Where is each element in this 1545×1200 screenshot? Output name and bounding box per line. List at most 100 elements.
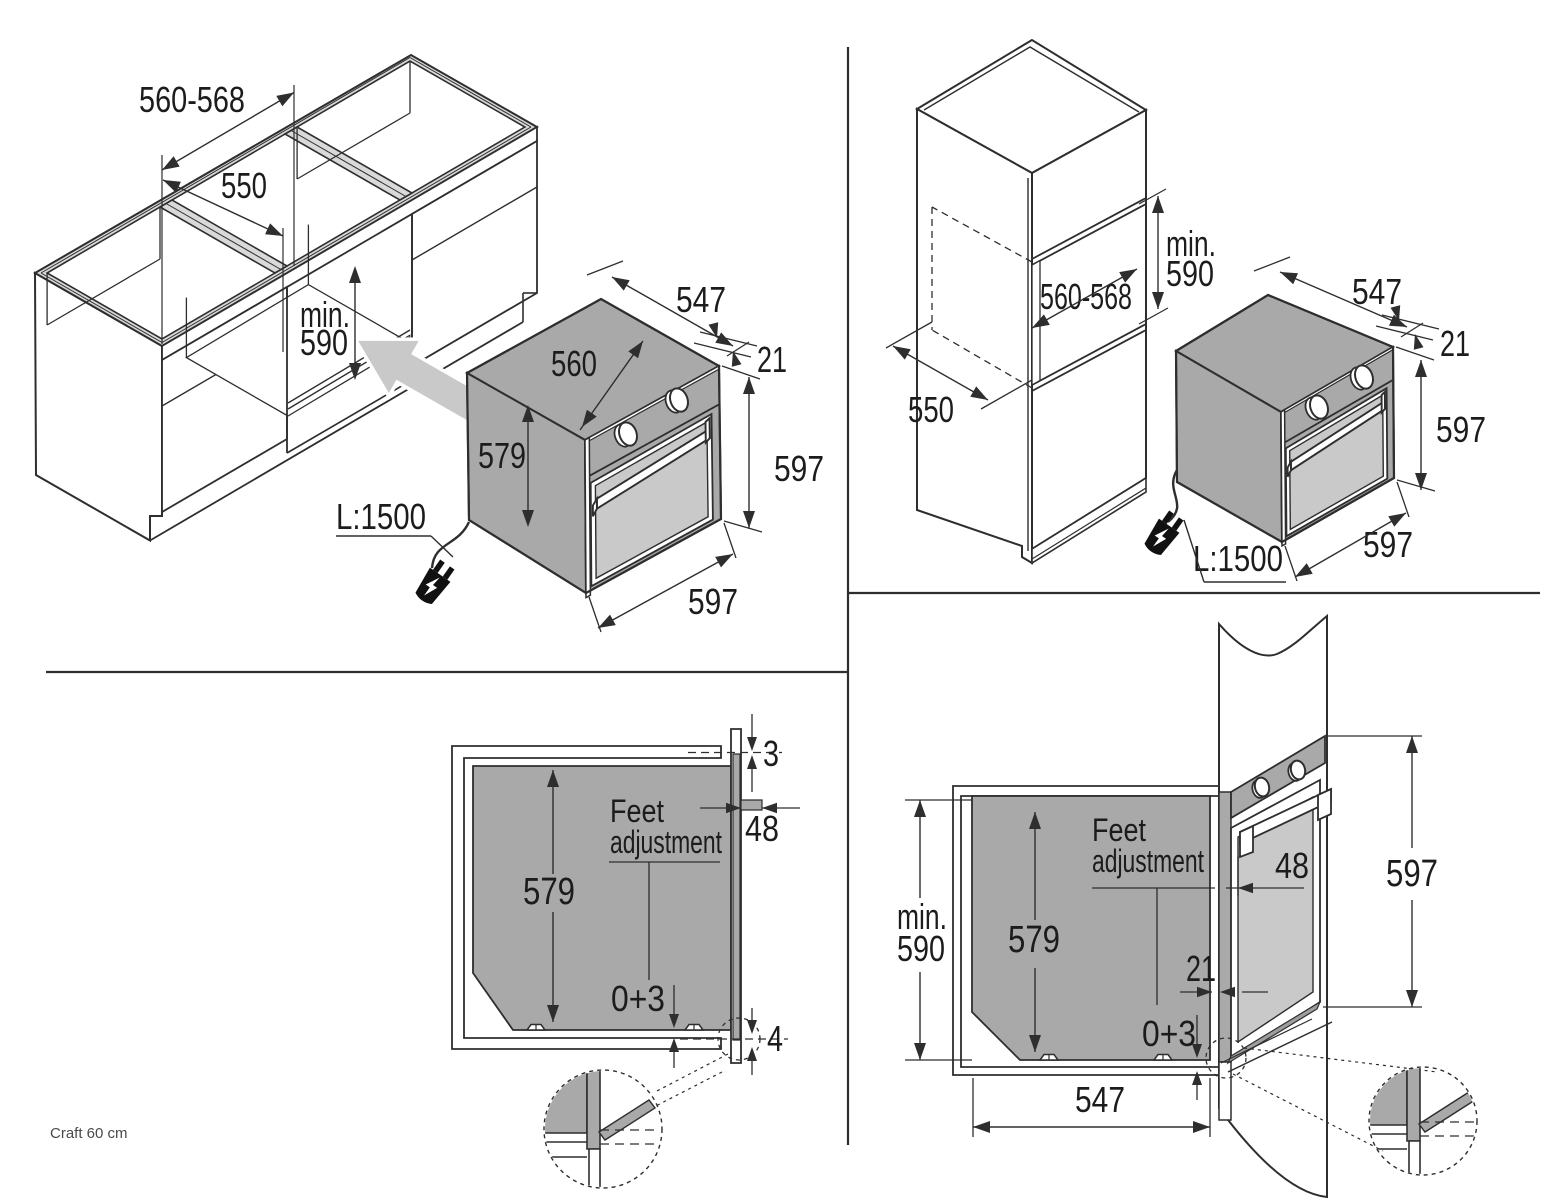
q4-detail-source-circle bbox=[1205, 1037, 1247, 1079]
q3-label-0plus3: 0+3 bbox=[611, 978, 665, 1019]
cabinet-rim-mid-front bbox=[161, 126, 532, 343]
q1-base-cabinet-row bbox=[32, 53, 539, 543]
q2-label-min: min. bbox=[1166, 223, 1216, 264]
q1-dim-arrow bbox=[715, 332, 733, 346]
q3-label-4: 4 bbox=[767, 1018, 783, 1059]
q2-dim-ext bbox=[1395, 346, 1435, 361]
q1-plug-icon bbox=[415, 559, 455, 605]
q1-dim-ext bbox=[693, 342, 752, 358]
q1-dim-arrow bbox=[163, 180, 181, 193]
q4-knob bbox=[1289, 759, 1307, 781]
q3-dim-arrow bbox=[762, 802, 777, 814]
q1-dim-560-568-line bbox=[161, 91, 295, 171]
q4-label-579: 579 bbox=[1008, 919, 1060, 961]
q2-dim-547 bbox=[1279, 271, 1408, 328]
q3-label-feet: Feet bbox=[610, 793, 664, 829]
q2-dim-ext bbox=[1375, 325, 1434, 341]
q1-label-590: 590 bbox=[300, 322, 348, 363]
q2-dim-arrow bbox=[1032, 314, 1050, 328]
q4-label-0plus3: 0+3 bbox=[1142, 1013, 1196, 1054]
q3-dim-arrow bbox=[747, 755, 757, 769]
cabinet-rim-divider-mid bbox=[290, 130, 407, 197]
q2-label-21: 21 bbox=[1440, 323, 1470, 364]
q4-label-min: min. bbox=[897, 896, 947, 937]
q3-dim-arrow bbox=[547, 770, 559, 787]
q2-dim-ext bbox=[1400, 322, 1424, 338]
q4-floor-perspective bbox=[1227, 1021, 1333, 1073]
q1-dim-arrow bbox=[612, 277, 630, 291]
q4-detail-foot bbox=[1417, 1091, 1476, 1133]
q2-dim-ext bbox=[1138, 307, 1169, 325]
q3-detail-body bbox=[545, 1071, 588, 1134]
q1-oven-door-glass bbox=[594, 420, 709, 580]
q4-dim-arrow bbox=[1220, 986, 1235, 998]
q3-dim-arrow bbox=[547, 1005, 559, 1022]
q4-label-48: 48 bbox=[1275, 845, 1309, 886]
q3-detail-foot bbox=[597, 1099, 657, 1141]
q2-dim-arrow bbox=[970, 386, 988, 400]
q2-oven-fascia-bottom bbox=[1280, 379, 1394, 446]
q2-label-550: 550 bbox=[908, 389, 954, 430]
q1-oven-outline bbox=[465, 297, 723, 595]
q1-oven-knob bbox=[618, 421, 638, 447]
q1-label-21: 21 bbox=[757, 339, 787, 380]
q2-oven-outline bbox=[1174, 293, 1396, 544]
q1-dim-arrow bbox=[598, 614, 616, 628]
q3-label-579: 579 bbox=[523, 871, 575, 913]
q3-section-base: 3 48 Feet adjustment 579 0+3 4 bbox=[451, 714, 800, 1189]
plug-prong bbox=[1162, 510, 1174, 524]
q4-detail-fascia bbox=[1406, 1068, 1421, 1142]
cabinet-interior-back-floor bbox=[296, 112, 411, 180]
q1-dim-arrow bbox=[731, 351, 742, 367]
q2-label-590: 590 bbox=[1166, 253, 1214, 294]
q1-label-597r: 597 bbox=[774, 448, 824, 489]
q4-dim-arrow bbox=[1197, 986, 1212, 998]
q1-label-min: min. bbox=[300, 294, 350, 335]
q1-label-560-568: 560-568 bbox=[139, 79, 245, 120]
q2-dim-ext bbox=[1381, 314, 1440, 330]
q4-label-547: 547 bbox=[1075, 1079, 1125, 1120]
q2-dim-ext bbox=[1138, 188, 1167, 205]
q3-detail-leader bbox=[647, 1071, 723, 1111]
q4-detail-leader bbox=[1243, 1047, 1438, 1073]
q4-detail-leader bbox=[1232, 1073, 1384, 1152]
cabinet-toekick-bottom bbox=[149, 321, 524, 542]
q1-dim-arrow bbox=[708, 322, 719, 338]
q2-oven-handle-support bbox=[1286, 458, 1292, 478]
q4-dim-arrow bbox=[1029, 1035, 1041, 1052]
q3-dim-arrow bbox=[669, 1038, 679, 1052]
plug-prong bbox=[1171, 517, 1184, 531]
q2-oven-handle-support bbox=[1380, 389, 1386, 416]
q1-oven-fascia-left-edge bbox=[584, 436, 592, 599]
q1-dim-ext bbox=[723, 522, 737, 559]
q4-dim-arrow bbox=[1193, 1121, 1210, 1133]
q1-dim-arrow bbox=[349, 266, 361, 283]
q4-dim-arrow bbox=[914, 800, 926, 817]
tall-cabinet-top-inner bbox=[923, 46, 1140, 113]
tall-niche-wall-strip bbox=[1031, 259, 1041, 387]
q4-fascia-strip bbox=[1218, 791, 1232, 1063]
q4-panel-below bbox=[1218, 1061, 1232, 1121]
tall-cabinet-side bbox=[916, 107, 1033, 565]
q3-dim-arrow bbox=[747, 737, 757, 751]
q1-dim-arrow bbox=[743, 377, 755, 394]
q4-dim-arrow bbox=[1406, 990, 1418, 1007]
plug-bolt-icon bbox=[1153, 528, 1169, 547]
q4-detail-circle bbox=[1368, 1066, 1478, 1176]
q2-oven-knob bbox=[1354, 364, 1374, 390]
q3-detail-door bbox=[588, 1148, 601, 1187]
q2-dim-arrow bbox=[1390, 305, 1401, 321]
q1-dim-arrow bbox=[162, 156, 180, 170]
q1-label-cable: L:1500 bbox=[336, 496, 426, 537]
q2-oven-knob bbox=[1309, 394, 1329, 420]
q2-oven bbox=[1174, 293, 1396, 548]
q4-dim-arrow bbox=[973, 1121, 990, 1133]
q1-dim-arrow bbox=[582, 409, 597, 427]
q1-cable bbox=[430, 521, 471, 569]
q4-handle-support bbox=[1317, 787, 1332, 822]
q1-dim-arrow bbox=[715, 554, 733, 568]
q2-dim-ext bbox=[1284, 545, 1298, 582]
q2-dim-ext bbox=[1396, 479, 1436, 492]
